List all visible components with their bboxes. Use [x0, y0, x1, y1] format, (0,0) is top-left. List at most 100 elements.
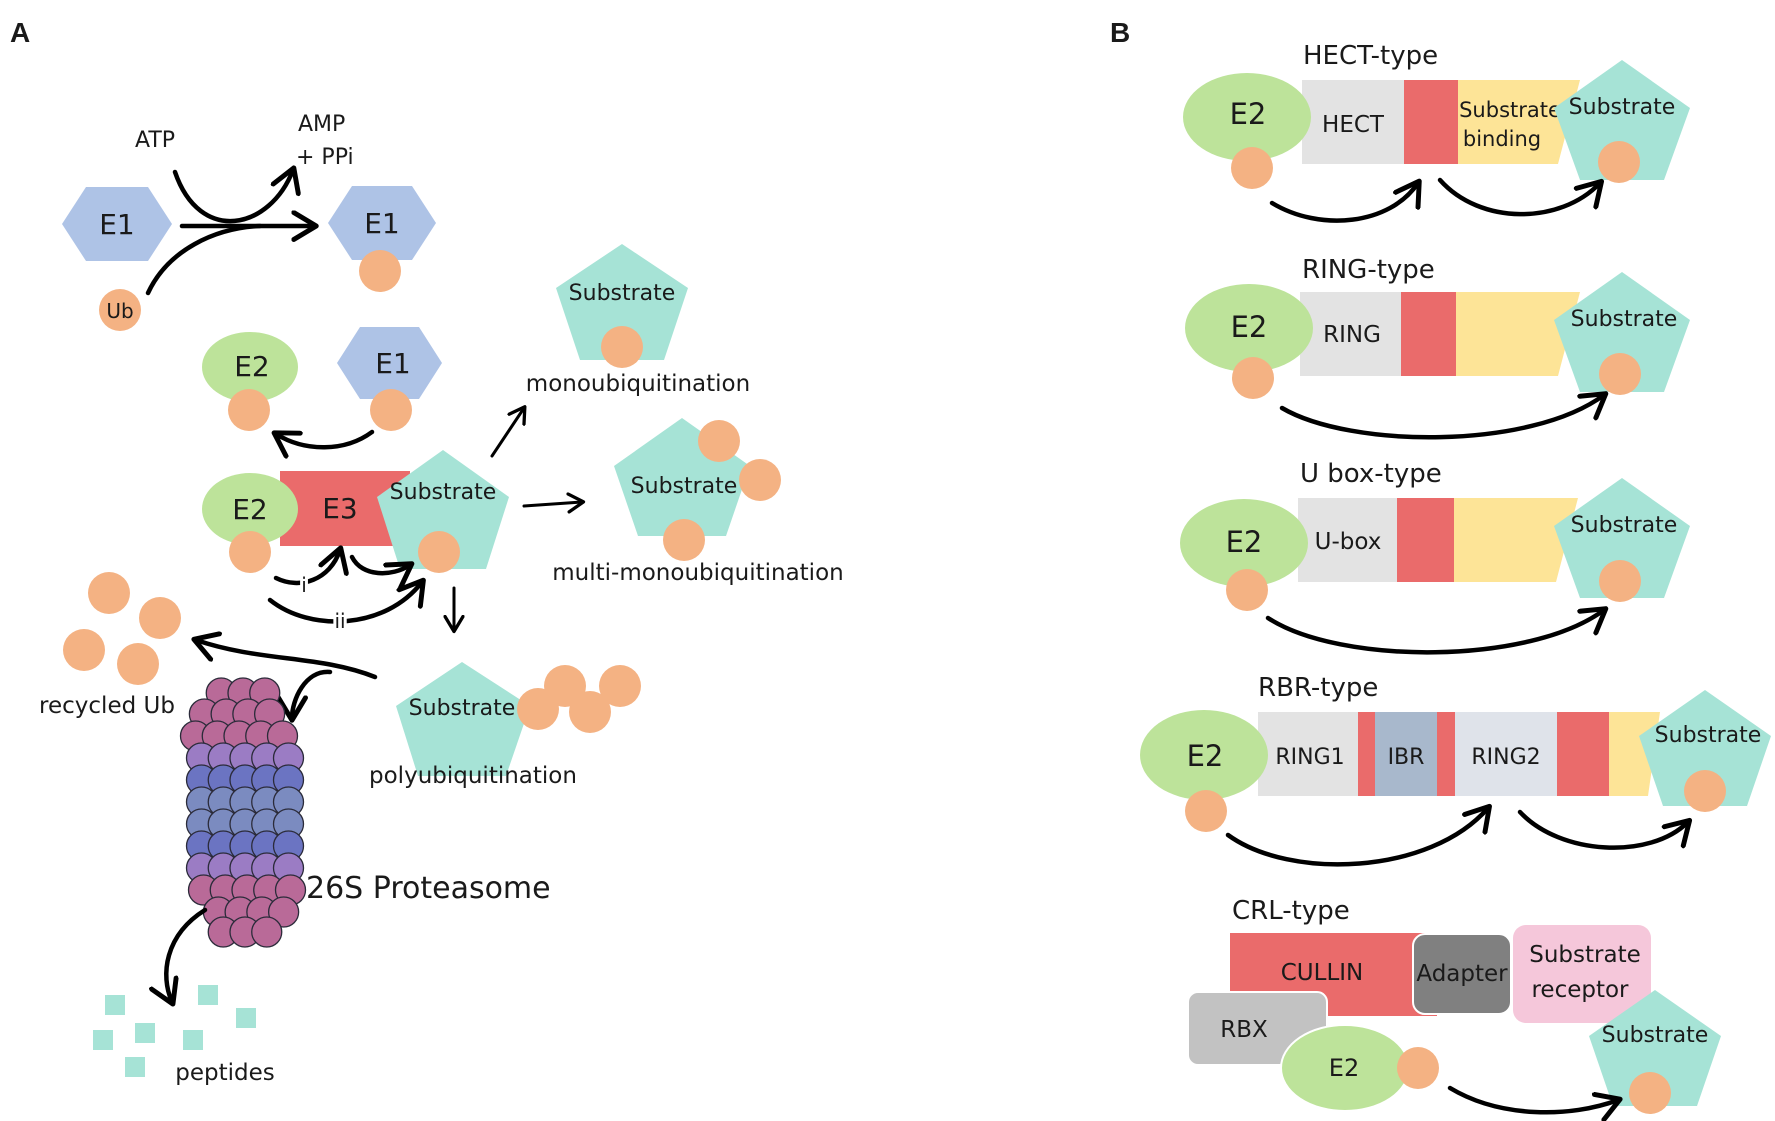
e2-label: E2	[234, 350, 270, 383]
polyubiquitination-label: polyubiquitination	[369, 763, 577, 789]
rbr-title: RBR-type	[1258, 673, 1378, 703]
e2-ellipse	[1180, 499, 1308, 587]
crl-title: CRL-type	[1232, 896, 1350, 926]
e2-to-substrate-arrow	[1447, 1085, 1618, 1112]
ring-domain	[1300, 292, 1401, 376]
ring-type-e3: RING-type RING E2 Substrate	[1185, 255, 1690, 440]
e2-label: E2	[1187, 739, 1224, 773]
ring1-label: RING1	[1275, 745, 1344, 770]
e2-to-substrate-arrow	[1265, 610, 1604, 655]
substrate-pentagon	[396, 662, 530, 776]
e2-ellipse	[1185, 284, 1313, 372]
multi-monoubiquitination-label: multi-monoubiquitination	[552, 560, 843, 586]
substrate-label: Substrate	[631, 474, 738, 499]
substrate-pentagon	[1589, 990, 1721, 1106]
ubox-core	[1397, 498, 1454, 582]
substrate-receptor-label: Substrate	[1529, 942, 1641, 968]
ub-ball	[1397, 1047, 1439, 1089]
substrate-label: Substrate	[1569, 95, 1676, 120]
ub-ball	[370, 389, 412, 431]
ring-title: RING-type	[1302, 255, 1435, 285]
route-ii-label: ii	[334, 609, 345, 633]
ub-ball	[663, 519, 705, 561]
amp-label: AMP	[298, 112, 345, 137]
ub-ball	[517, 688, 559, 730]
ibr-core	[1437, 712, 1455, 796]
to-proteasome-arrow	[292, 669, 333, 718]
hect-to-substrate-arrow	[1437, 177, 1600, 217]
substrate-label: Substrate	[1602, 1023, 1709, 1048]
rbx-label: RBX	[1220, 1017, 1268, 1043]
ibr-domain	[1375, 712, 1437, 796]
proteasome-label: 26S Proteasome	[306, 871, 551, 906]
adapter-block	[1412, 933, 1512, 1015]
peptide-fragment	[135, 1023, 155, 1043]
ub-ball	[229, 531, 271, 573]
ub-input-arrow	[145, 223, 263, 296]
ring2-label: RING2	[1471, 745, 1540, 770]
rbr-type-e3: RBR-type RING1 IBR RING2 E2 Substrate	[1140, 673, 1771, 867]
ub-ball	[99, 289, 141, 331]
substrate-pentagon	[1554, 60, 1690, 180]
e1-charged-hexagon	[328, 186, 436, 260]
ub-ball	[418, 531, 460, 573]
ub-ball	[739, 459, 781, 501]
peptides-label: peptides	[175, 1060, 275, 1086]
adapter-label: Adapter	[1416, 961, 1508, 987]
substrate-pentagon	[1554, 478, 1690, 598]
to-multi-mono-arrow	[522, 502, 582, 506]
ibr-label: IBR	[1388, 745, 1425, 770]
route-i-arrow-to-e3	[273, 550, 340, 586]
substrate-pentagon	[1639, 690, 1771, 806]
ub-ball	[1231, 147, 1273, 189]
ubox-domain-label: U-box	[1315, 529, 1382, 555]
ring2-to-substrate-arrow	[1517, 809, 1688, 850]
substrate-binding-label-2: binding	[1463, 127, 1541, 151]
ub-ball	[1598, 141, 1640, 183]
ubox-title: U box-type	[1300, 459, 1442, 489]
e2-label: E2	[232, 493, 268, 526]
peptide-fragment	[183, 1030, 203, 1050]
recycled-ub-label: recycled Ub	[39, 693, 175, 719]
ub-ball	[1629, 1072, 1671, 1114]
e2-to-substrate-arrow	[1279, 395, 1604, 440]
substrate-label: Substrate	[409, 696, 516, 721]
ub-ball	[359, 250, 401, 292]
ub-ball	[1232, 357, 1274, 399]
proteasome-subunit	[251, 916, 283, 948]
peptide-fragments	[93, 985, 256, 1077]
peptide-fragment	[125, 1057, 145, 1077]
to-mono-arrow	[490, 408, 524, 458]
peptide-fragment	[198, 985, 218, 1005]
hect-title: HECT-type	[1303, 41, 1438, 71]
substrate-receptor-block	[1513, 925, 1651, 1023]
substrate-binding-label: Substrate	[1459, 98, 1561, 122]
substrate-pentagon	[1554, 272, 1690, 392]
e1-to-e2-transfer-arrow	[276, 429, 375, 447]
monoubiquitination-label: monoubiquitination	[526, 371, 750, 397]
ub-label: Ub	[106, 299, 133, 323]
peptide-fragment	[93, 1030, 113, 1050]
ub-ball	[63, 629, 105, 671]
ring1-core	[1358, 712, 1375, 796]
substrate-binding-domain	[1458, 80, 1580, 164]
substrate-pentagon	[556, 244, 688, 360]
e2-to-ring2-arrow	[1225, 808, 1488, 867]
route-i-arrow-to-substrate	[349, 554, 410, 573]
hect-domain-label: HECT	[1322, 112, 1385, 138]
ub-ball	[88, 572, 130, 614]
e1-hexagon	[62, 187, 172, 261]
ubox-type-e3: U box-type U-box E2 Substrate	[1180, 459, 1690, 655]
e2-ellipse	[1183, 73, 1311, 161]
e2-label: E2	[1329, 1054, 1359, 1082]
ring2-domain	[1455, 712, 1557, 796]
atp-to-amp-arrow	[172, 170, 293, 224]
ub-ball	[1684, 770, 1726, 812]
ub-ball	[228, 389, 270, 431]
e2-ellipse	[202, 473, 298, 545]
route-ii-arrow	[267, 582, 422, 624]
e1-hexagon	[337, 327, 442, 399]
crl-type-e3: CRL-type CULLIN Adapter Substrate recept…	[1187, 896, 1721, 1114]
substrate-label: Substrate	[569, 281, 676, 306]
